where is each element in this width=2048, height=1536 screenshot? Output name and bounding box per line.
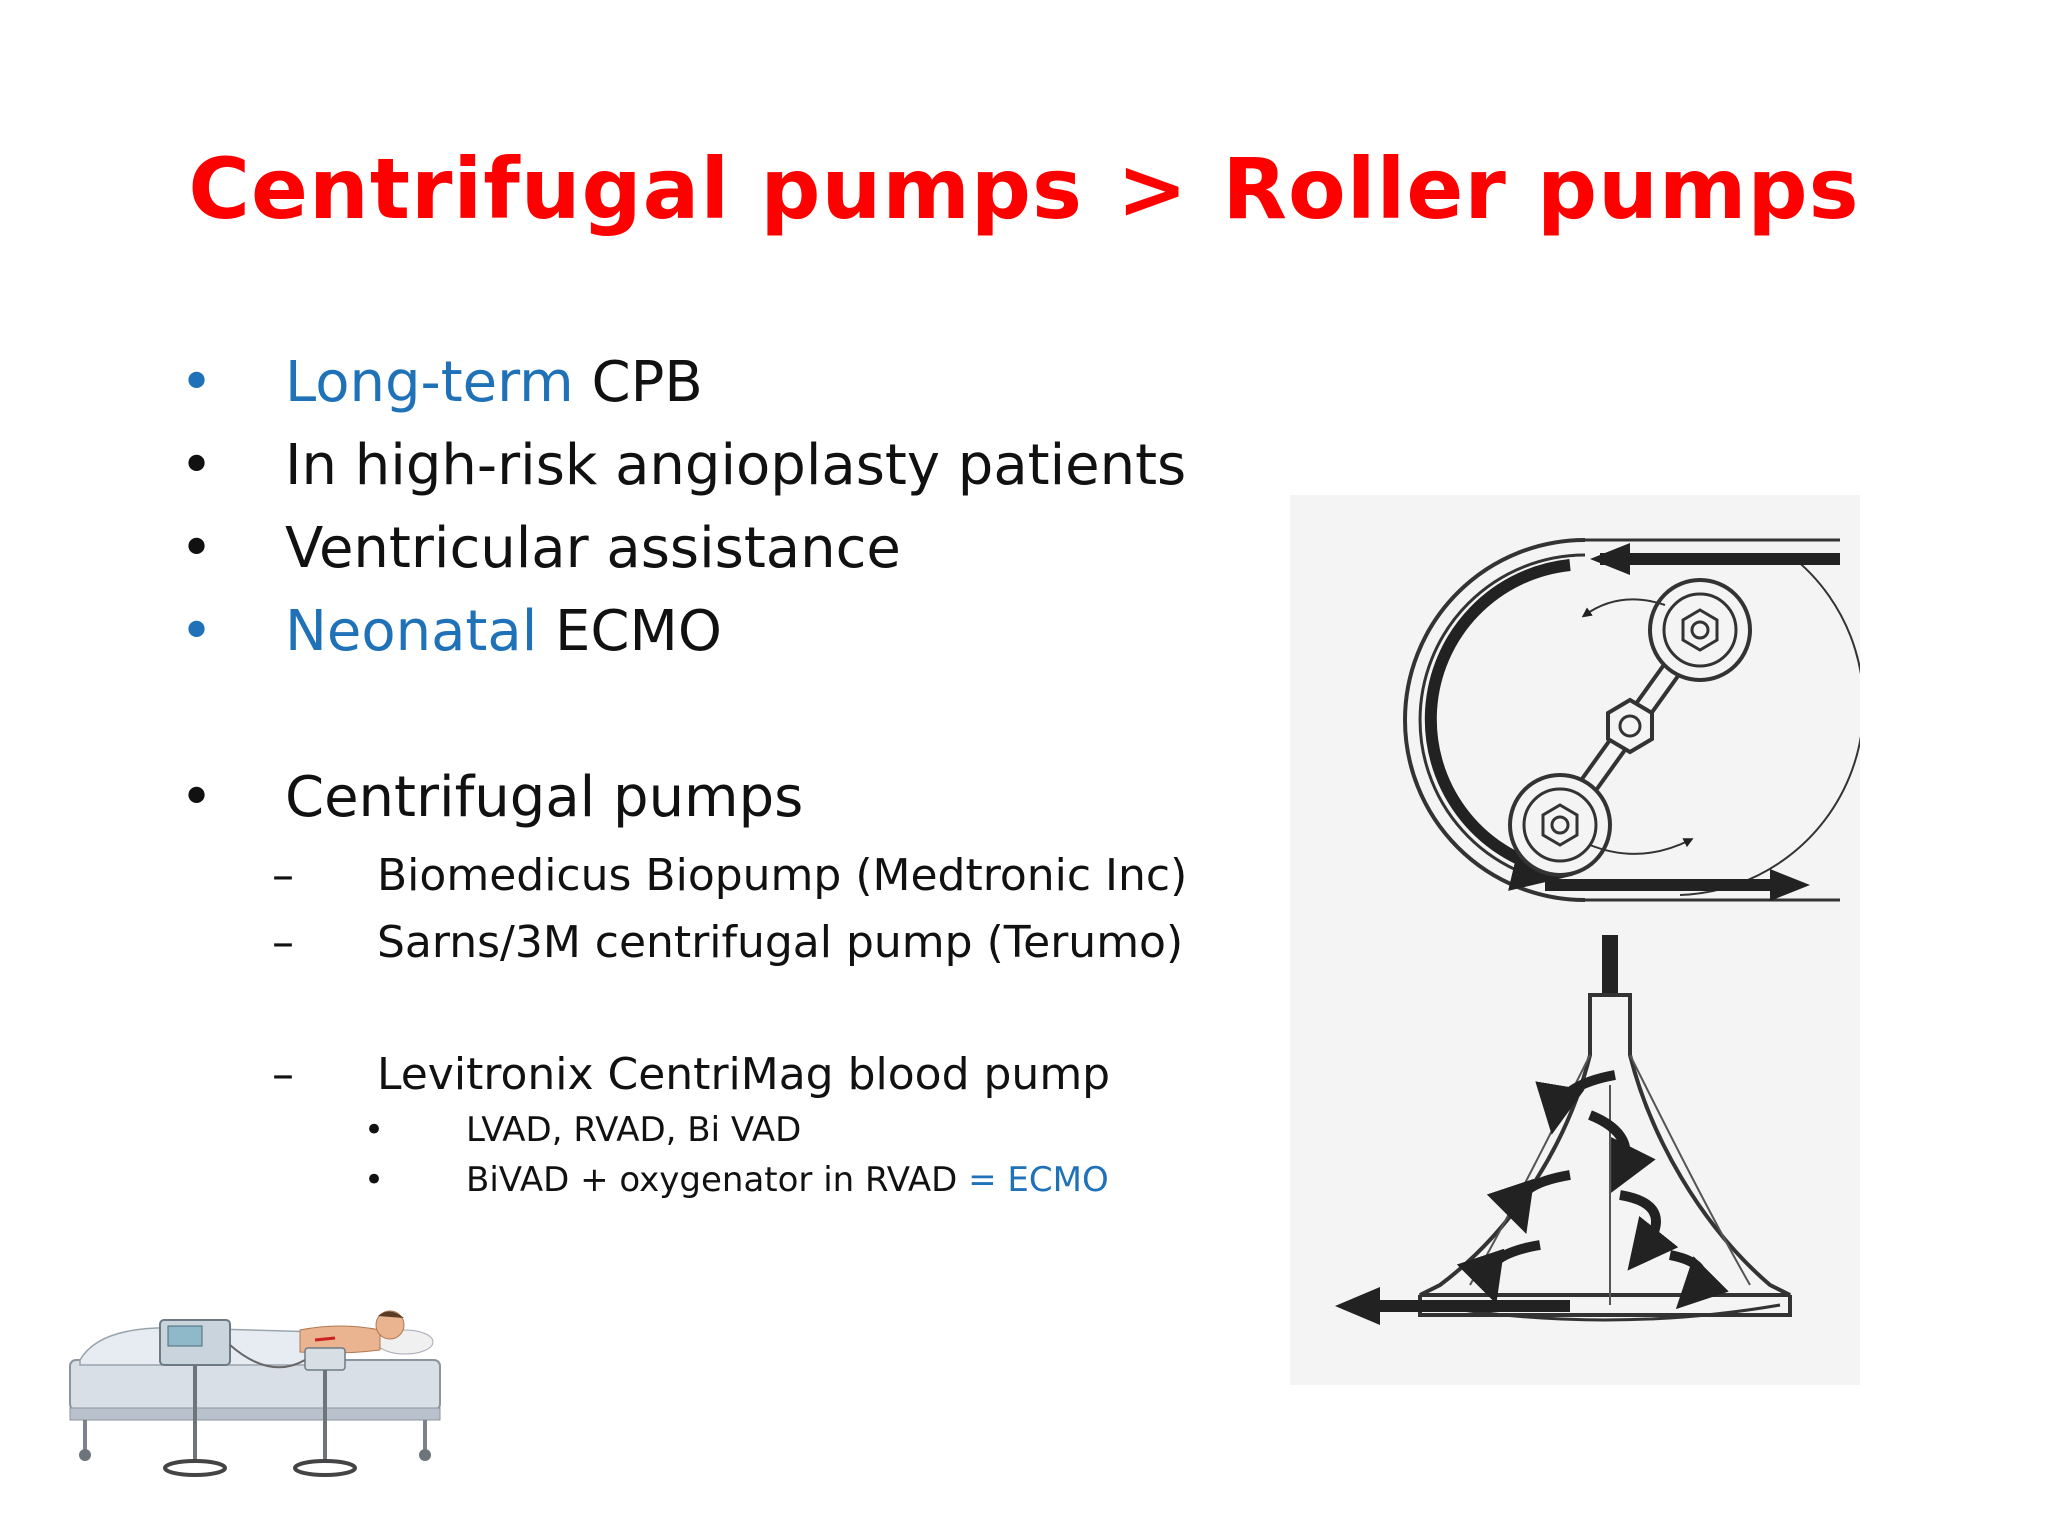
bullet-rest: Ventricular assistance bbox=[285, 516, 901, 581]
bullet-marker: • bbox=[180, 765, 214, 830]
sub-sub-bullet-marker: • bbox=[364, 1160, 385, 1200]
title-separator: > bbox=[1116, 140, 1189, 238]
bullet-rest: In high-risk angioplasty patients bbox=[285, 433, 1187, 498]
bullet-marker: • bbox=[180, 599, 214, 664]
roller-pump-drawing bbox=[1403, 538, 1860, 902]
sub-sub-bullet-text: BiVAD + oxygenator in RVAD = ECMO bbox=[466, 1160, 1109, 1200]
title-right: Roller pumps bbox=[1222, 140, 1860, 238]
sub-bullet-marker: – bbox=[272, 1049, 294, 1100]
sub-sub-bullet-main: LVAD, RVAD, Bi VAD bbox=[466, 1110, 802, 1150]
centrifugal-pump-drawing bbox=[1335, 935, 1792, 1325]
bullet-highlight: Long-term bbox=[285, 350, 574, 415]
sub-bullet-text: Biomedicus Biopump (Medtronic Inc) bbox=[377, 850, 1188, 901]
bullet-text: Ventricular assistance bbox=[285, 516, 901, 581]
sub-sub-bullet-highlight: = ECMO bbox=[968, 1160, 1109, 1200]
sub-bullet-marker: – bbox=[272, 850, 294, 901]
patient-illustration-image bbox=[60, 1270, 460, 1500]
pump-diagram-image bbox=[1290, 495, 1860, 1385]
sub-bullet-text: Levitronix CentriMag blood pump bbox=[377, 1049, 1111, 1100]
bullet-rest: CPB bbox=[573, 350, 703, 415]
bullet-text: Long-term CPB bbox=[285, 350, 703, 415]
bullet-marker: • bbox=[180, 433, 214, 498]
bullet-marker: • bbox=[180, 516, 214, 581]
title-left: Centrifugal pumps bbox=[188, 140, 1083, 238]
sub-bullet-marker: – bbox=[272, 917, 294, 968]
bullet-highlight: Neonatal bbox=[285, 599, 538, 664]
sub-bullet-text: Sarns/3M centrifugal pump (Terumo) bbox=[377, 917, 1184, 968]
bullet-marker: • bbox=[180, 350, 214, 415]
bullet-rest: Centrifugal pumps bbox=[285, 765, 804, 830]
bullet-text: Centrifugal pumps bbox=[285, 765, 803, 830]
bullet-text: Neonatal ECMO bbox=[285, 599, 722, 664]
bullet-rest: ECMO bbox=[537, 599, 722, 664]
bullet-list: • Long-term CPB • In high-risk angioplas… bbox=[0, 0, 1250, 1250]
bullet-text: In high-risk angioplasty patients bbox=[285, 433, 1186, 498]
sub-sub-bullet-marker: • bbox=[364, 1110, 385, 1150]
sub-sub-bullet-main: BiVAD + oxygenator in RVAD bbox=[466, 1160, 969, 1200]
slide-title: Centrifugal pumps > Roller pumps bbox=[0, 140, 2048, 238]
sub-sub-bullet-text: LVAD, RVAD, Bi VAD bbox=[466, 1110, 801, 1150]
